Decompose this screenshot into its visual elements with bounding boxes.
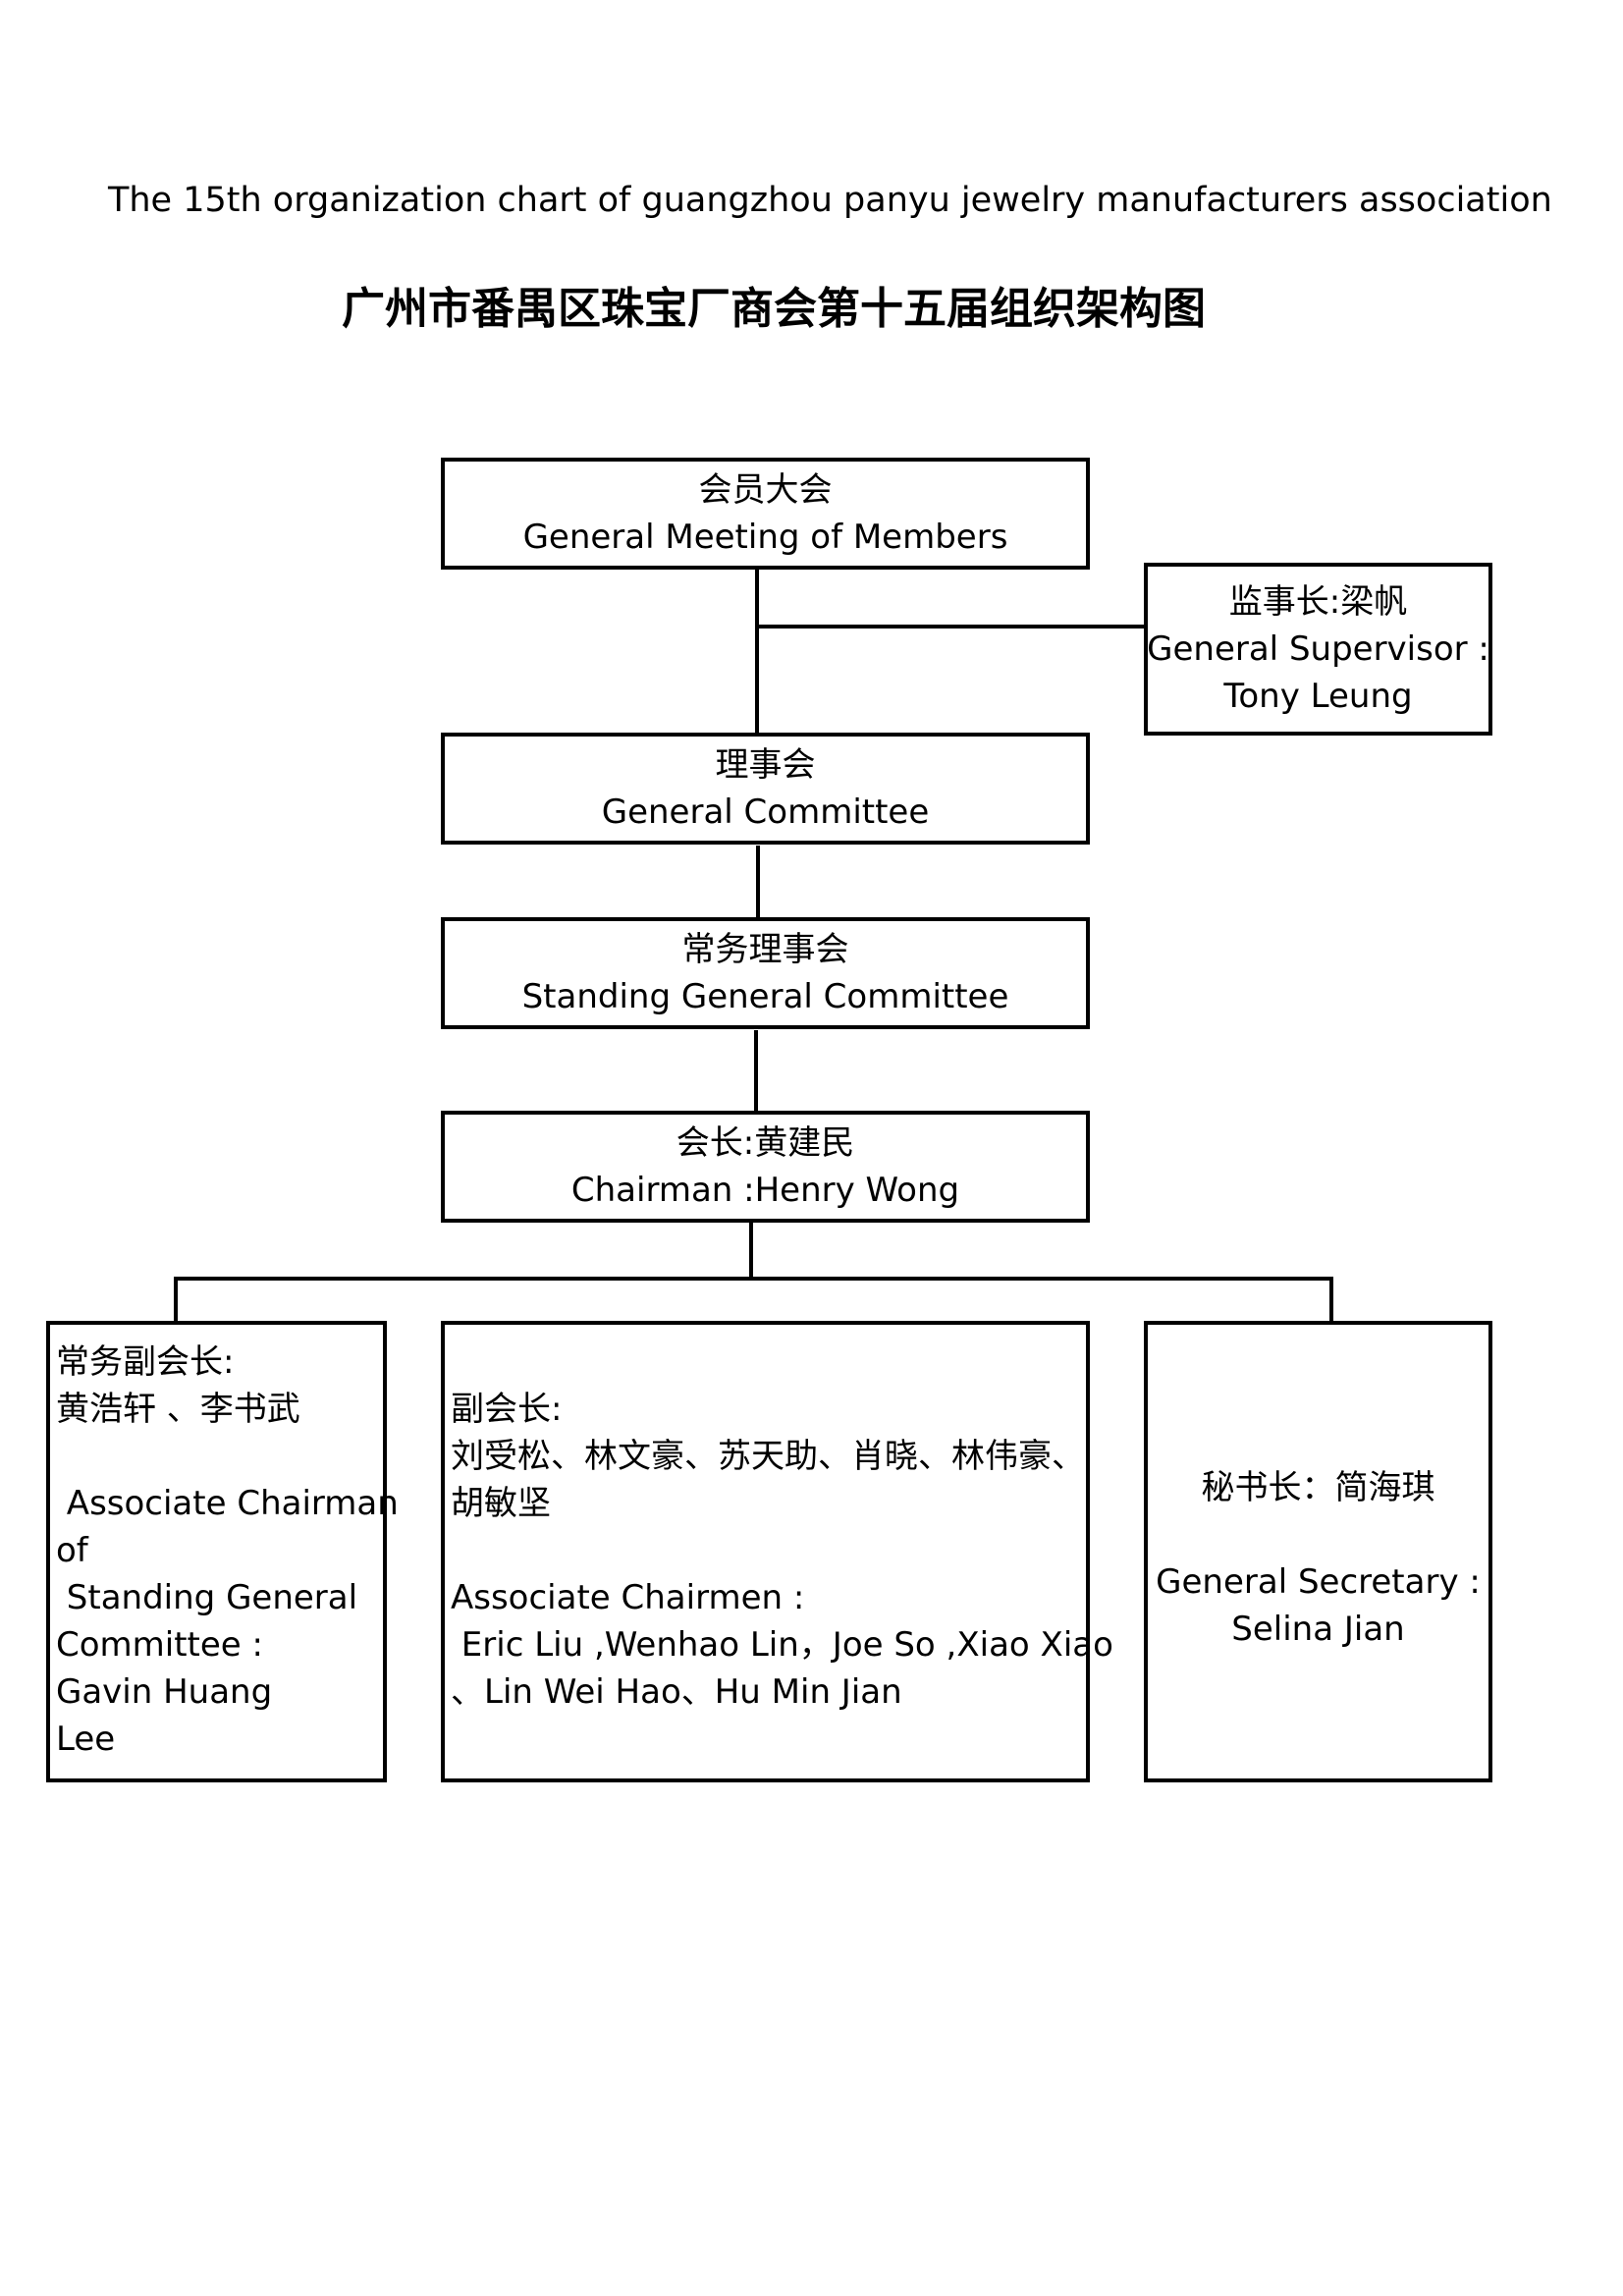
node-secretary-en-title: General Secretary : [1156,1562,1481,1602]
standing-vice-en-line-1: Associate Chairman [56,1484,399,1523]
vice-chairmen-en-label: Associate Chairmen : [451,1578,805,1617]
node-standing-committee: 常务理事会 Standing General Committee [441,917,1090,1029]
node-chairman-cn: 会长:黄建民 [676,1123,855,1163]
node-standing-committee-en: Standing General Committee [521,977,1009,1016]
node-general-meeting-en: General Meeting of Members [522,518,1008,557]
title-english: The 15th organization chart of guangzhou… [108,181,1552,220]
node-chairman: 会长:黄建民 Chairman :Henry Wong [441,1111,1090,1223]
vice-chairmen-cn-names-1: 刘受松、林文豪、苏天助、肖晓、林伟豪、 [451,1437,1085,1476]
standing-vice-cn-names: 黄浩轩 、李书武 [56,1390,300,1429]
node-secretary: 秘书长：简海琪 General Secretary : Selina Jian [1144,1321,1492,1782]
node-general-committee-cn: 理事会 [715,745,816,785]
node-secretary-en-name: Selina Jian [1231,1610,1405,1649]
node-supervisor-en-title: General Supervisor : [1147,629,1489,669]
node-general-meeting: 会员大会 General Meeting of Members [441,458,1090,570]
vice-chairmen-cn-label: 副会长: [451,1390,563,1429]
standing-vice-en-line-6: Lee [56,1720,116,1759]
node-supervisor-en-name: Tony Leung [1223,677,1413,716]
vice-chairmen-en-names-1: Eric Liu ,Wenhao Lin，Joe So ,Xiao Xiao [451,1625,1113,1665]
vice-chairmen-en-names-2: 、Lin Wei Hao、Hu Min Jian [451,1672,902,1712]
standing-vice-en-line-4: Committee : [56,1625,263,1665]
node-general-committee-en: General Committee [601,793,930,832]
connector-chairman-down [749,1223,753,1280]
node-general-committee: 理事会 General Committee [441,733,1090,845]
standing-vice-cn-label: 常务副会长: [56,1342,235,1382]
standing-vice-en-line-5: Gavin Huang [56,1672,273,1712]
standing-vice-en-line-2: of [56,1531,88,1570]
node-general-meeting-cn: 会员大会 [698,470,833,510]
connector-to-supervisor [755,625,1148,629]
connector-horizontal-bus [174,1277,1332,1281]
connector-meeting-to-committee [755,568,759,735]
connector-committee-to-standing [756,846,760,921]
node-vice-chairmen: 副会长: 刘受松、林文豪、苏天助、肖晓、林伟豪、 胡敏坚 Associate C… [441,1321,1113,1782]
node-chairman-en: Chairman :Henry Wong [570,1171,960,1210]
connector-to-standing-vice [174,1277,178,1322]
node-supervisor-cn: 监事长:梁帆 [1228,582,1408,622]
standing-vice-en-line-3: Standing General [56,1578,358,1617]
connector-standing-to-chairman [754,1030,758,1115]
node-standing-vice-chairman: 常务副会长: 黄浩轩 、李书武 Associate Chairman of St… [46,1321,399,1782]
vice-chairmen-cn-names-2: 胡敏坚 [451,1484,551,1523]
node-secretary-cn: 秘书长：简海琪 [1201,1468,1435,1507]
node-supervisor: 监事长:梁帆 General Supervisor : Tony Leung [1144,563,1492,736]
node-standing-committee-cn: 常务理事会 [681,930,849,969]
connector-to-secretary [1329,1277,1333,1322]
title-chinese: 广州市番禺区珠宝厂商会第十五届组织架构图 [342,284,1206,334]
